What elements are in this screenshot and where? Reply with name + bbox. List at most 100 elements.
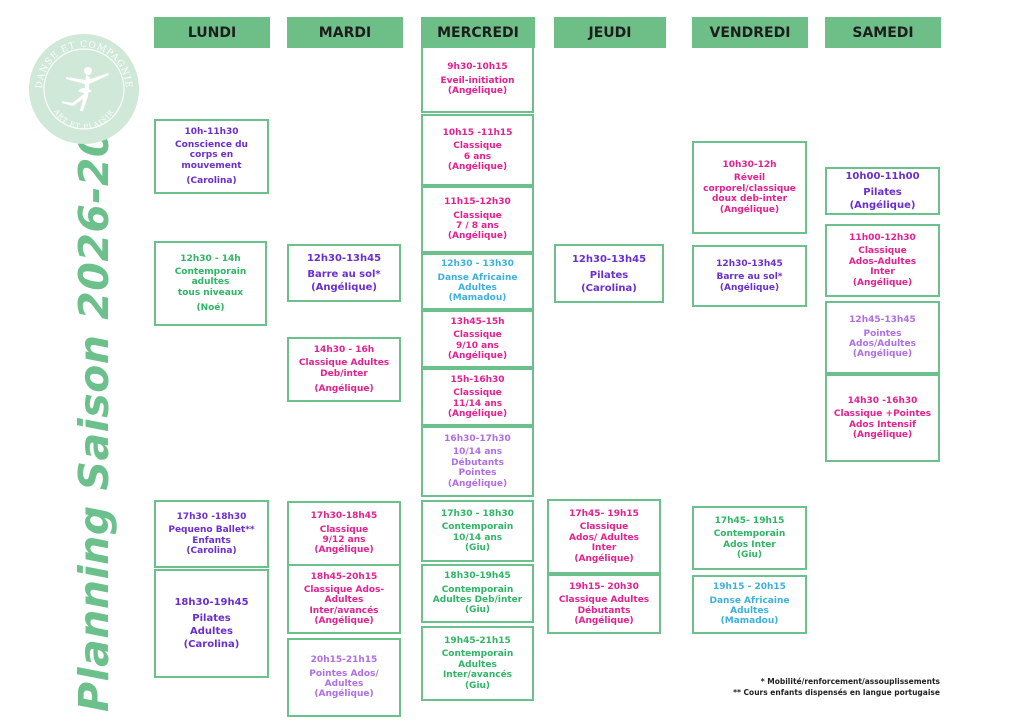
card-line: Ados-Adultes bbox=[848, 256, 917, 267]
card-time: 10h00-11h00 bbox=[845, 171, 920, 182]
card-line: (Carolina) bbox=[186, 545, 237, 556]
card-line: (Angélique) bbox=[447, 478, 508, 489]
card-line: Adultes bbox=[324, 679, 364, 689]
header-day-samedi: SAMEDI bbox=[825, 17, 941, 48]
card-line: Danse Africaine bbox=[437, 272, 518, 283]
card-line: mouvement bbox=[181, 160, 242, 171]
card-line: (Angélique) bbox=[311, 282, 377, 293]
card-line: Adultes bbox=[458, 283, 497, 293]
card-line: (Angélique) bbox=[447, 408, 508, 419]
dancer-icon bbox=[62, 67, 109, 111]
card-line: (Angélique) bbox=[314, 383, 374, 394]
card-line: corporel/classique bbox=[703, 183, 796, 194]
card-line: (Mamadou) bbox=[720, 616, 779, 627]
card-line: Classique bbox=[453, 141, 502, 152]
card-line: (Angélique) bbox=[852, 429, 913, 440]
card-line: (Angélique) bbox=[447, 350, 508, 361]
card-line: Pilates bbox=[589, 269, 629, 281]
card-line: 11/14 ans bbox=[452, 398, 503, 409]
card-time: 18h45-20h15 bbox=[310, 571, 378, 582]
card-line: Inter bbox=[591, 543, 617, 554]
card-line: Classique Ados- bbox=[303, 584, 385, 595]
card-line: Deb/inter bbox=[320, 368, 368, 379]
card-line: Classique bbox=[453, 210, 502, 221]
card-line: (Angélique) bbox=[574, 553, 634, 564]
logo: DANSE ET COMPAGNIE ART ET PLAISIR bbox=[29, 34, 139, 144]
card-time: 12h30-13h45 bbox=[571, 253, 647, 265]
card-time: 18h30-19h45 bbox=[444, 571, 511, 582]
card-line: 10/14 ans bbox=[452, 447, 503, 458]
card-line: Contemporain bbox=[441, 522, 514, 533]
card-line: Adultes bbox=[730, 606, 769, 616]
card-line: Pointes Ados/ bbox=[309, 668, 379, 679]
card-line: Inter/avancés bbox=[442, 670, 513, 681]
card-line: Adultes bbox=[190, 626, 233, 637]
card-line: Eveil-initiation bbox=[440, 75, 515, 86]
card-line: Barre au sol* bbox=[716, 272, 783, 283]
card-time: 17h45- 19h15 bbox=[714, 515, 785, 526]
card-line: Classique bbox=[453, 330, 502, 341]
card-line: Barre au sol* bbox=[307, 269, 381, 280]
card-line: 6 ans bbox=[463, 151, 492, 162]
card-line: Conscience du bbox=[175, 139, 248, 150]
card-time: 14h30 -16h30 bbox=[847, 395, 918, 406]
card-line: Danse Africaine bbox=[709, 595, 790, 606]
card-time: 10h30-12h bbox=[722, 160, 777, 171]
card-line: Débutants bbox=[577, 605, 631, 616]
card-line: (Angélique) bbox=[574, 615, 634, 626]
page-title: Planning Saison 2026-2027 bbox=[70, 69, 118, 713]
card-time: 15h-16h30 bbox=[450, 374, 505, 385]
card-line: Ados Inter bbox=[723, 539, 776, 550]
card-line: 10/14 ans bbox=[452, 532, 503, 543]
card-time: 17h30-18h45 bbox=[310, 511, 378, 522]
card-line: Ados/Adultes bbox=[849, 339, 916, 349]
card-line: 9/10 ans bbox=[455, 340, 500, 351]
card-line: (Angélique) bbox=[719, 204, 780, 215]
card-line: (Giu) bbox=[464, 605, 491, 616]
card-line: adultes bbox=[191, 277, 230, 288]
card-time: 19h45-21h15 bbox=[444, 636, 511, 647]
card-line: tous niveaux bbox=[177, 287, 244, 298]
card-time: 11h15-12h30 bbox=[444, 197, 511, 208]
card-line: (Angélique) bbox=[314, 689, 374, 700]
card-line: (Giu) bbox=[736, 549, 763, 560]
card-line: (Carolina) bbox=[186, 176, 237, 187]
card-line: (Angélique) bbox=[314, 545, 374, 556]
card-line: Ados Intensif bbox=[848, 419, 916, 430]
card-line: (Angélique) bbox=[447, 231, 508, 242]
card-time: 19h15- 20h30 bbox=[569, 581, 639, 592]
card-line: Inter/avancés bbox=[309, 605, 379, 616]
card-line: (Angélique) bbox=[849, 200, 916, 211]
card-line: corps en bbox=[189, 150, 234, 161]
card-line: (Noé) bbox=[196, 303, 225, 314]
card-line: Classique Adultes bbox=[298, 358, 390, 369]
card-line: Adultes Deb/inter bbox=[432, 595, 523, 605]
card-line: Pilates bbox=[192, 613, 231, 624]
header-day-mardi: MARDI bbox=[287, 17, 403, 48]
card-time: 11h00-12h30 bbox=[849, 233, 916, 244]
card-line: 7 / 8 ans bbox=[455, 221, 500, 231]
card-time: 20h15-21h15 bbox=[310, 655, 378, 666]
card-line: Inter bbox=[870, 267, 895, 278]
